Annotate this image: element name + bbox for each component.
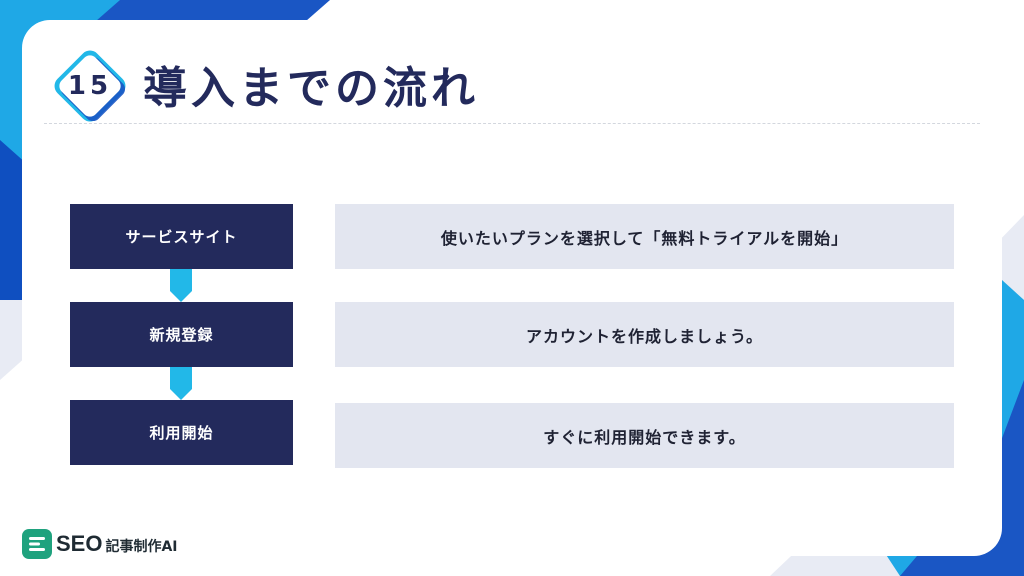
document-lines-icon — [22, 529, 52, 559]
step-label-register: 新規登録 — [70, 302, 293, 367]
logo-seo-text: SEO — [56, 531, 103, 556]
step-description-register: アカウントを作成しましょう。 — [335, 302, 954, 367]
step-label-start: 利用開始 — [70, 400, 293, 465]
title-divider — [44, 123, 980, 124]
logo-product-text: 記事制作AI — [105, 539, 178, 555]
step-description-start: すぐに利用開始できます。 — [335, 403, 954, 468]
slide-number: 15 — [67, 71, 113, 101]
step-arrow-connector — [170, 367, 192, 400]
brand-logo: SEO 記事制作AI — [22, 528, 178, 560]
step-label-site: サービスサイト — [70, 204, 293, 269]
step-description-site: 使いたいプランを選択して「無料トライアルを開始」 — [335, 204, 954, 269]
step-arrow-connector — [170, 269, 192, 302]
page-title: 導入までの流れ — [143, 63, 479, 114]
slide-number-badge — [54, 50, 126, 122]
